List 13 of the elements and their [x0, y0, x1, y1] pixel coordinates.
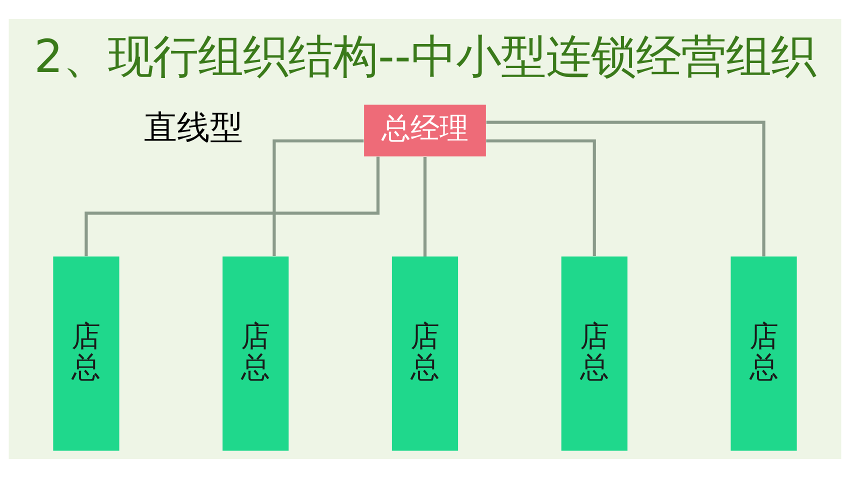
- connector: [272, 139, 364, 256]
- node-box: 店总: [222, 256, 289, 451]
- node-box: 店总: [392, 256, 458, 451]
- node-box: 店总: [561, 256, 628, 451]
- label: 直线型: [144, 107, 244, 146]
- diagram-title: 2、现行组织结构--中小型连锁经营组织: [34, 30, 816, 83]
- connector: [84, 156, 380, 256]
- node-box: 店总: [730, 256, 797, 451]
- node-box: 总经理: [364, 104, 486, 156]
- connector: [486, 139, 596, 256]
- connector: [423, 157, 427, 256]
- connector: [486, 120, 766, 256]
- node-box: 店总: [53, 256, 120, 451]
